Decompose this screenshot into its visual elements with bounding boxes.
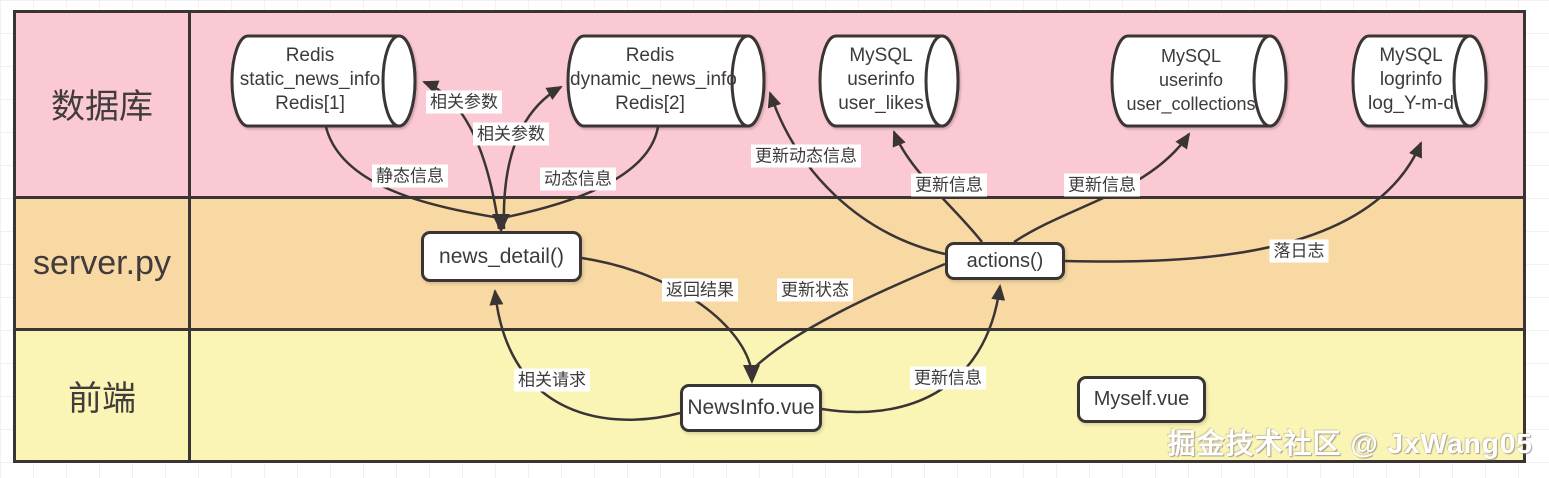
- cylinder-text-redis-dynamic: Redis dynamic_news_info Redis[2]: [570, 44, 737, 116]
- cylinder-line: Redis: [625, 45, 675, 66]
- edge-related-params-2: [502, 85, 563, 230]
- edge-related-request: [489, 289, 681, 421]
- cylinder-line: user_collections: [1126, 94, 1256, 114]
- edge-label-update-info-to-actions: 更新信息: [910, 366, 986, 390]
- arrowhead-into-news-detail: [492, 214, 510, 233]
- label-column-divider: [188, 10, 191, 463]
- node-news-detail: news_detail(): [421, 231, 582, 282]
- cylinder-text-mysql-user-collections: MySQL userinfo user_collections: [1121, 44, 1261, 116]
- layer-label-database: 数据库: [51, 87, 153, 126]
- cylinder-line: userinfo: [847, 69, 915, 90]
- node-newsinfo-vue: NewsInfo.vue: [680, 384, 822, 432]
- edge-label-dynamic-info: 动态信息: [540, 167, 616, 191]
- cylinder-line: MySQL: [1379, 45, 1443, 66]
- edge-label-return-result: 返回结果: [662, 278, 738, 302]
- cylinder-line: Redis[1]: [275, 93, 345, 114]
- edge-update-info-to-actions: [821, 284, 1006, 414]
- arrowhead-into-newsinfo: [743, 365, 760, 384]
- edge-label-related-params-2: 相关参数: [473, 122, 549, 146]
- cylinder-line: MySQL: [1160, 46, 1221, 66]
- cylinder-line: MySQL: [849, 45, 913, 66]
- edge-label-update-dynamic-info: 更新动态信息: [751, 144, 861, 168]
- row-divider-1: [13, 196, 1526, 199]
- cylinder-line: user_likes: [838, 93, 924, 114]
- cylinder-line: logrinfo: [1379, 69, 1443, 90]
- cylinder-line: log_Y-m-d: [1368, 93, 1454, 114]
- row-divider-2: [13, 328, 1526, 331]
- cylinder-mysql-log: [1351, 34, 1488, 128]
- edge-label-related-request: 相关请求: [514, 368, 590, 392]
- edge-update-dynamic-info: [767, 91, 946, 256]
- node-actions: actions(): [945, 242, 1065, 280]
- layer-label-server: server.py: [33, 243, 171, 282]
- edge-label-update-status: 更新状态: [777, 278, 853, 302]
- watermark: 掘金技术社区 @ JxWang05: [1167, 428, 1533, 459]
- layer-label-frontend: 前端: [68, 380, 136, 418]
- cylinder-text-mysql-user-likes: MySQL userinfo user_likes: [829, 44, 933, 116]
- table-outline: [13, 10, 1526, 463]
- edge-write-log: [1064, 141, 1423, 263]
- edge-return-result: [581, 256, 753, 369]
- cylinder-line: Redis[2]: [615, 93, 685, 114]
- cylinder-text-redis-static: Redis static_news_info Redis[1]: [234, 44, 386, 116]
- edge-static-info: [324, 126, 501, 220]
- cylinder-redis-static: [230, 34, 417, 128]
- cylinder-line: static_news_info: [239, 69, 381, 90]
- server-layer-band: [13, 198, 1526, 330]
- cylinder-line: dynamic_news_info: [570, 69, 737, 90]
- edge-label-update-info-collections: 更新信息: [1064, 173, 1140, 197]
- cylinder-mysql-user-collections: [1110, 34, 1288, 128]
- cylinder-line: Redis: [285, 45, 335, 66]
- cylinder-line: userinfo: [1158, 70, 1224, 90]
- cylinder-redis-dynamic: [566, 34, 766, 128]
- cylinder-text-mysql-log: MySQL logrinfo log_Y-m-d: [1357, 44, 1465, 116]
- edge-update-status: [753, 262, 946, 369]
- edge-label-update-info-likes: 更新信息: [911, 173, 987, 197]
- edge-label-related-params-1: 相关参数: [426, 90, 502, 114]
- cylinder-mysql-user-likes: [818, 34, 960, 128]
- edge-label-static-info: 静态信息: [372, 164, 448, 188]
- edge-label-write-log: 落日志: [1269, 239, 1329, 263]
- node-myself-vue: Myself.vue: [1077, 376, 1206, 423]
